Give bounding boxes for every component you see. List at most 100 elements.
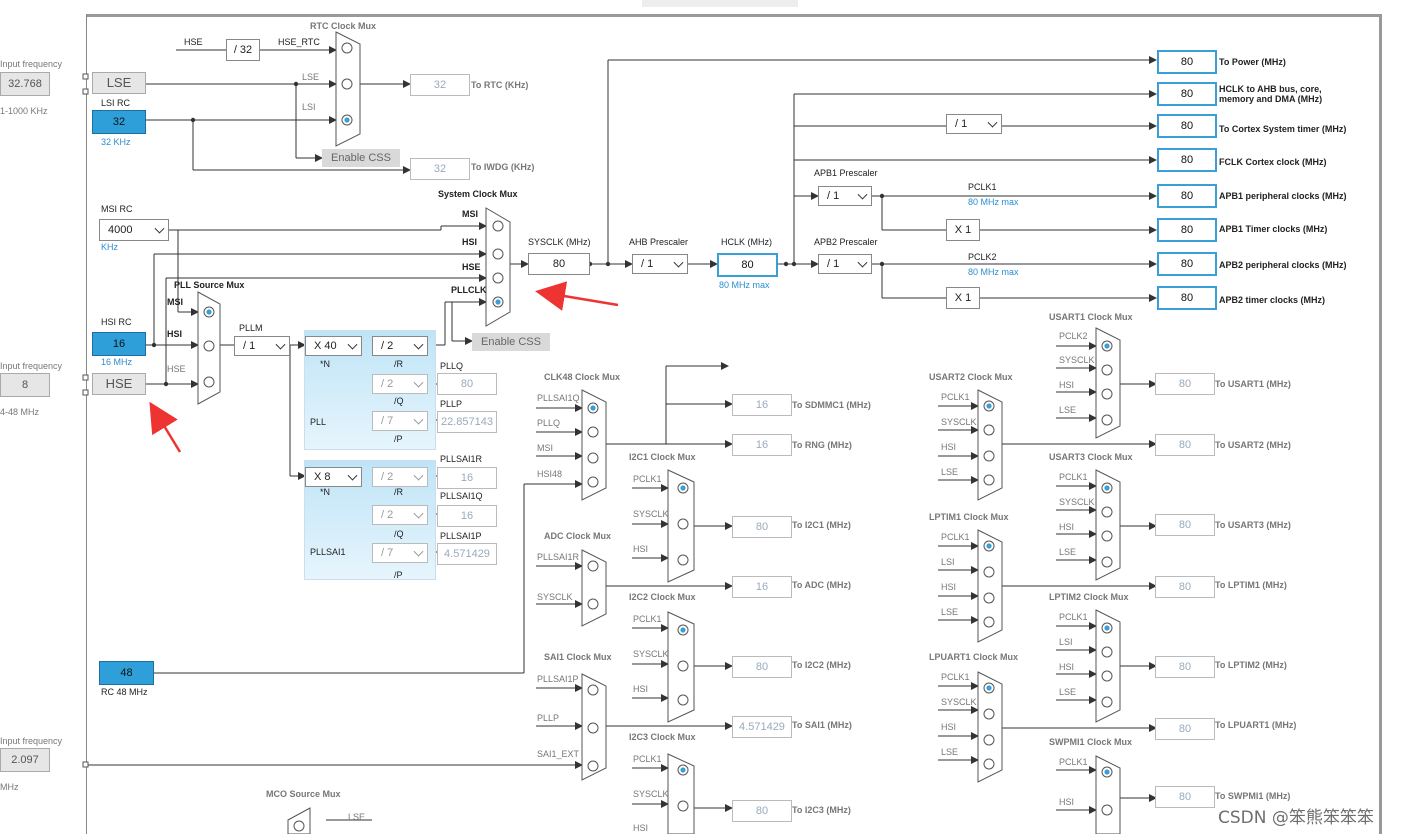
rtc-hse-label: HSE <box>184 37 203 47</box>
hclk-label: HCLK (MHz) <box>721 237 772 247</box>
lptim1-in-hsi: HSI <box>941 582 957 592</box>
lsi-rc-value[interactable]: 32 <box>92 110 146 134</box>
pll-n-select[interactable]: X 40 <box>305 336 362 356</box>
pll-source-mux-title: PLL Source Mux <box>174 280 245 290</box>
sysmux-hse-label: HSE <box>462 262 481 272</box>
pll-p-select[interactable]: / 7 <box>372 411 428 431</box>
power-clock-label: To Power (MHz) <box>1219 57 1286 67</box>
rc48-value[interactable]: 48 <box>99 661 154 685</box>
adc-in-pllsai1r: PLLSAI1R <box>537 552 580 562</box>
pll-q-select[interactable]: / 2 <box>372 374 428 394</box>
cortex-system-timer-value[interactable]: 80 <box>1157 114 1217 138</box>
input-frequency-label-2: Input frequency <box>0 361 63 371</box>
usart2-in-pclk1: PCLK1 <box>941 392 970 402</box>
swpmi1-mux-title: SWPMI1 Clock Mux <box>1049 737 1133 747</box>
lse-input-frequency[interactable]: 32.768 <box>0 72 50 96</box>
i2c2-label: To I2C2 (MHz) <box>792 660 851 670</box>
pllp-value: 22.857143 <box>437 411 497 433</box>
ahb-bus-label-line1: HCLK to AHB bus, core, <box>1219 84 1322 94</box>
mco-mux-title: MCO Source Mux <box>266 789 341 799</box>
adc-in-sysclk: SYSCLK <box>537 592 573 602</box>
pllm-select[interactable]: / 1 <box>234 336 290 356</box>
msi-frequency-select[interactable]: 4000 <box>99 219 169 241</box>
msi-rc-label: MSI RC <box>101 204 133 214</box>
lpuart1-in-hsi: HSI <box>941 722 957 732</box>
swpmi1-mux <box>1095 755 1121 834</box>
usart1-in-hsi: HSI <box>1059 380 1075 390</box>
pll-r-select[interactable]: / 2 <box>372 336 428 356</box>
lptim1-value: 80 <box>1155 576 1215 598</box>
lpuart1-value: 80 <box>1155 718 1215 740</box>
sai1-in-ext: SAI1_EXT <box>537 749 580 759</box>
pll-src-msi-label: MSI <box>167 297 184 307</box>
msi-unit: KHz <box>101 242 119 252</box>
rc48-unit: RC 48 MHz <box>101 687 148 697</box>
adc-value: 16 <box>732 576 792 598</box>
i2c3-mux <box>667 753 695 834</box>
clk48-in-hsi48: HSI48 <box>537 469 563 479</box>
lptim1-in-lsi: LSI <box>941 557 955 567</box>
lse-source[interactable]: LSE <box>92 72 146 94</box>
hsi-rc-value[interactable]: 16 <box>92 332 146 356</box>
usart1-label: To USART1 (MHz) <box>1215 379 1291 389</box>
rtc-hse-divider: / 32 <box>226 39 260 61</box>
apb1-prescaler-select[interactable]: / 1 <box>818 186 872 206</box>
i2c3-in-hsi: HSI <box>633 823 649 833</box>
usart2-in-sysclk: SYSCLK <box>941 417 977 427</box>
pllsai1-q-select[interactable]: / 2 <box>372 505 428 525</box>
fclk-value[interactable]: 80 <box>1157 148 1217 172</box>
apb2-peripheral-value[interactable]: 80 <box>1157 252 1217 276</box>
ahb-bus-clock-value[interactable]: 80 <box>1157 82 1217 106</box>
usart3-in-pclk1: PCLK1 <box>1059 472 1088 482</box>
power-clock-value[interactable]: 80 <box>1157 50 1217 74</box>
rtc-lsi-label: LSI <box>302 102 316 112</box>
sdmmc1-label: To SDMMC1 (MHz) <box>792 400 871 410</box>
usart2-mux <box>977 389 1003 501</box>
hclk-max: 80 MHz max <box>719 280 770 290</box>
pllsai1-n-label: *N <box>320 487 331 497</box>
i2c1-label: To I2C1 (MHz) <box>792 520 851 530</box>
usart2-in-lse: LSE <box>941 467 959 477</box>
i2c3-value: 80 <box>732 800 792 822</box>
hse-input-frequency[interactable]: 8 <box>0 373 50 397</box>
usart3-in-sysclk: SYSCLK <box>1059 497 1095 507</box>
rng-value: 16 <box>732 434 792 456</box>
sai1-in-pllsai1p: PLLSAI1P <box>537 674 579 684</box>
sysmux-enable-css-button[interactable]: Enable CSS <box>472 333 550 351</box>
hclk-value[interactable]: 80 <box>717 253 778 277</box>
pllsai1q-label: PLLSAI1Q <box>440 491 483 501</box>
pllsai1-n-select[interactable]: X 8 <box>305 467 362 487</box>
hse-source[interactable]: HSE <box>92 373 146 395</box>
ahb-prescaler-select[interactable]: / 1 <box>632 254 688 274</box>
pllsai1-p-select[interactable]: / 7 <box>372 543 428 563</box>
apb1-peripheral-label: APB1 peripheral clocks (MHz) <box>1219 191 1347 201</box>
pllsai1r-value: 16 <box>437 467 497 489</box>
usart2-value: 80 <box>1155 434 1215 456</box>
pll-n-label: *N <box>320 359 331 369</box>
pll-r-label: /R <box>394 359 403 369</box>
swpmi1-label: To SWPMI1 (MHz) <box>1215 791 1291 801</box>
i2c2-in-pclk1: PCLK1 <box>633 614 662 624</box>
pllsai1-r-select[interactable]: / 2 <box>372 467 428 487</box>
external-input-frequency[interactable]: 2.097 <box>0 748 50 772</box>
top-tab[interactable] <box>642 0 798 7</box>
rtc-enable-css-button[interactable]: Enable CSS <box>322 149 400 167</box>
lse-range: 1-1000 KHz <box>0 106 48 116</box>
cortex-timer-divider-select[interactable]: / 1 <box>946 114 1002 134</box>
hse-range: 4-48 MHz <box>0 407 40 417</box>
external-input-unit: MHz <box>0 782 19 792</box>
sysclk-value[interactable]: 80 <box>528 253 590 275</box>
pllq-label: PLLQ <box>440 361 464 371</box>
usart3-in-hsi: HSI <box>1059 522 1075 532</box>
pllsai1q-value: 16 <box>437 505 497 527</box>
adc-label: To ADC (MHz) <box>792 580 851 590</box>
apb2-prescaler-select[interactable]: / 1 <box>818 254 872 274</box>
apb1-timer-value[interactable]: 80 <box>1157 218 1217 242</box>
apb2-timer-value[interactable]: 80 <box>1157 286 1217 310</box>
pllsai1p-value: 4.571429 <box>437 543 497 565</box>
rtc-mux-title: RTC Clock Mux <box>310 21 377 31</box>
apb1-peripheral-value[interactable]: 80 <box>1157 184 1217 208</box>
sai1-value: 4.571429 <box>732 716 792 738</box>
lpuart1-in-pclk1: PCLK1 <box>941 672 970 682</box>
lptim2-mux-title: LPTIM2 Clock Mux <box>1049 592 1129 602</box>
